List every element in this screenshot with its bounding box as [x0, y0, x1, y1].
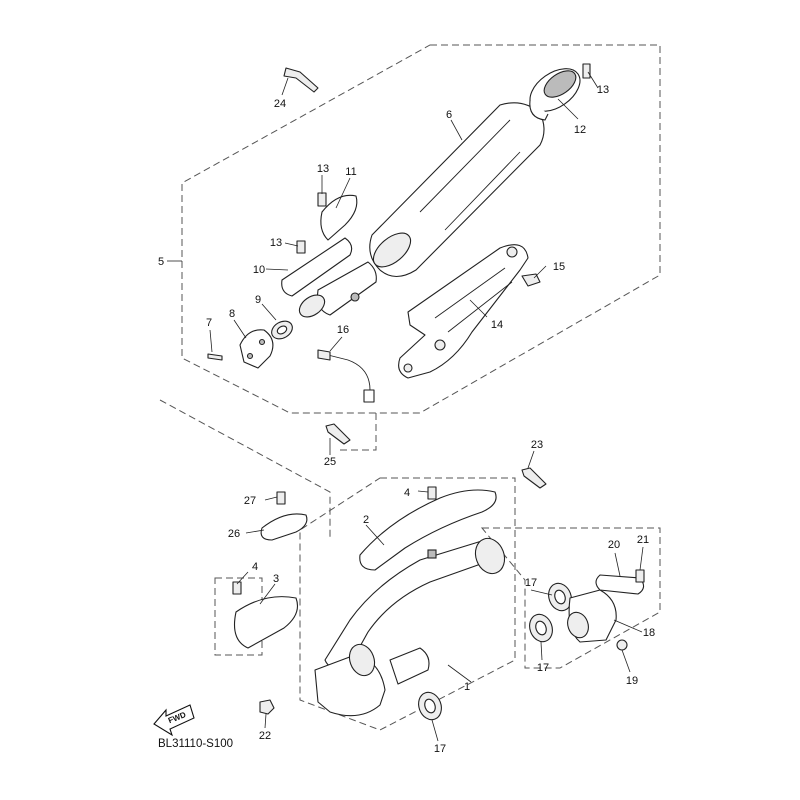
nut-19: [616, 639, 628, 651]
callout-18: 18: [643, 627, 655, 639]
leader-lines: [167, 71, 644, 742]
heat-protector-10: [281, 237, 353, 297]
bolt-25-connector-line: [340, 413, 377, 451]
bracket-hole-lower: [434, 339, 446, 351]
bolt-27: [276, 491, 286, 505]
callout-21: 21: [637, 534, 649, 546]
callout-17-lower: 17: [537, 662, 549, 674]
callout-17-bottom: 17: [434, 743, 446, 755]
heat-protector-2: [359, 489, 497, 571]
callout-labels: 1 2 3 4 4 5 6 7 8 9 10 11 12 13 13 13 14…: [158, 84, 655, 755]
callout-25: 25: [324, 456, 336, 468]
callout-10: 10: [253, 264, 265, 276]
right-joint-group: [529, 569, 645, 651]
bracket-hole-upper: [506, 246, 518, 258]
callout-27: 27: [244, 495, 256, 507]
heat-protector-11: [320, 194, 358, 241]
callout-7: 7: [206, 317, 212, 329]
callout-3: 3: [273, 573, 279, 585]
callout-20: 20: [608, 539, 620, 551]
muffler-assembly-boundary: [181, 44, 661, 414]
callout-24: 24: [274, 98, 286, 110]
bolt-25: [325, 423, 351, 445]
bolt-7: [207, 353, 223, 361]
bolt-15: [521, 273, 541, 287]
callout-2: 2: [363, 514, 369, 526]
muffler-bracket: [398, 244, 529, 379]
bolt-13-upper: [317, 192, 327, 207]
callout-19: 19: [626, 675, 638, 687]
o2-sensor-16: [317, 349, 331, 361]
callout-11: 11: [345, 166, 356, 178]
right-joint-boundary: [480, 527, 661, 669]
o2-sensor-wire: [327, 354, 371, 391]
callout-13-upper: 13: [317, 163, 329, 175]
callout-4-lower: 4: [252, 561, 258, 573]
exhaust-pipe-group: [232, 467, 547, 721]
callout-6: 6: [446, 109, 452, 121]
callout-13-lower: 13: [270, 237, 282, 249]
exhaust-pipe-port: [348, 643, 376, 677]
bolt-13-lower: [296, 240, 306, 254]
callout-15: 15: [553, 261, 565, 273]
assembly-boundaries: [159, 44, 661, 731]
muffler-inlet-pipe-end: [298, 294, 326, 318]
bracket-hole-end: [403, 363, 413, 373]
heat-protector-3: [233, 596, 299, 649]
clamp-8: [239, 329, 274, 369]
cover-subassembly-boundary: [214, 577, 263, 656]
inlet-pipe-boss: [350, 292, 360, 302]
bolt-23: [521, 467, 547, 489]
o2-sensor-connector: [363, 389, 375, 403]
callout-4-upper: 4: [404, 487, 410, 499]
callout-23: 23: [531, 439, 543, 451]
callout-14: 14: [491, 319, 503, 331]
diagram-code: BL31110-S100: [158, 738, 233, 750]
exhaust-pipe-1: [324, 539, 494, 670]
callout-16: 16: [337, 324, 349, 336]
bolt-24: [283, 67, 319, 93]
muffler-inlet-end: [372, 232, 412, 268]
muffler-body-shading: [444, 151, 521, 231]
callout-12: 12: [574, 124, 586, 136]
callout-1: 1: [464, 681, 470, 693]
fwd-arrow-icon: FWD: [153, 704, 195, 737]
callout-17-upper: 17: [525, 577, 537, 589]
exhaust-pipe-assembly-boundary: [299, 477, 516, 731]
callout-13-tail: 13: [597, 84, 609, 96]
exhaust-pipe-flange: [474, 537, 506, 575]
nut-22: [259, 699, 275, 715]
callout-5: 5: [158, 256, 164, 268]
exhaust-pipe-joint: [389, 647, 430, 685]
heat-protector-26: [260, 513, 308, 541]
bolt-4-upper: [427, 486, 437, 500]
callout-8: 8: [229, 308, 235, 320]
callout-9: 9: [255, 294, 261, 306]
muffler-tail-cap-opening: [543, 70, 577, 98]
bolt-21: [635, 569, 645, 583]
muffler-group: [207, 63, 591, 445]
callout-26: 26: [228, 528, 240, 540]
mount-connector-line: [159, 399, 331, 540]
bolt-13-tail: [582, 63, 591, 79]
callout-22: 22: [259, 730, 271, 742]
protector-2-clip: [427, 549, 437, 559]
